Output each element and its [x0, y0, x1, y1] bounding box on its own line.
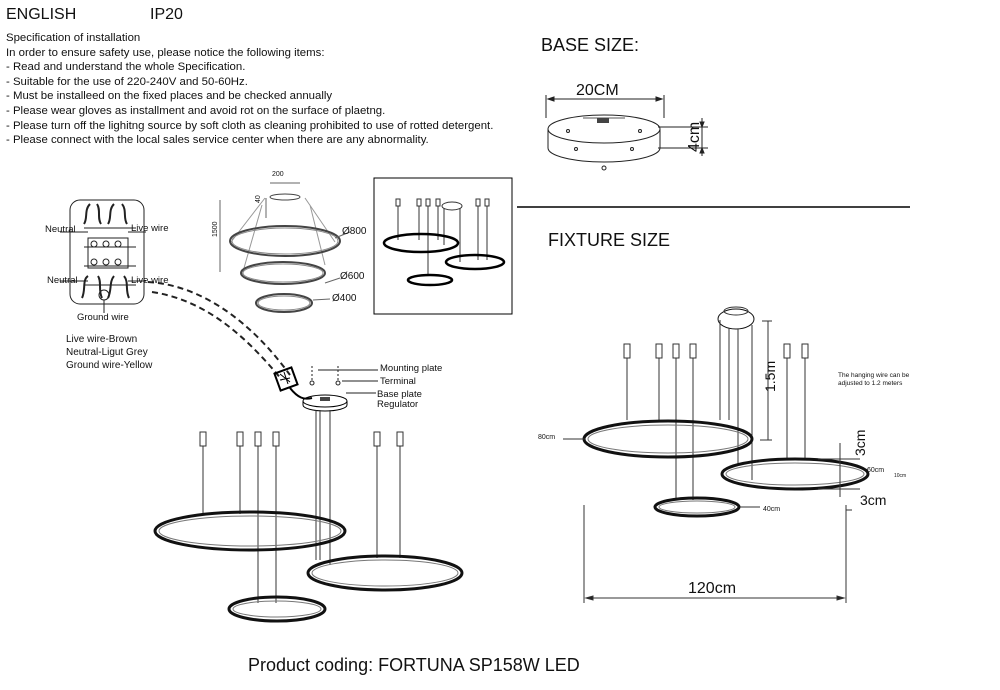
terminal-block-drawing	[60, 199, 146, 313]
neutral-top-label: Neutral	[45, 224, 76, 235]
product-d400-label: Ø400	[332, 293, 357, 304]
product-view-drawing	[219, 182, 351, 313]
spec-item: - Please connect with the local sales se…	[6, 134, 429, 147]
base-plate-label: Base plate	[377, 389, 422, 400]
spec-intro: In order to ensure safety use, please no…	[6, 46, 325, 59]
spec-heading: Specification of installation	[6, 32, 141, 44]
ground-wire-label: Ground wire	[77, 312, 129, 323]
fixture-size-title: FIXTURE SIZE	[548, 230, 671, 250]
product-width-label: 200	[272, 171, 284, 178]
spec-item: - Must be installeed on the fixed places…	[6, 90, 333, 103]
terminal-label: Terminal	[380, 376, 416, 387]
ring-medium-label: 60cm	[867, 467, 885, 474]
mounting-plate-label: Mounting plate	[380, 363, 443, 374]
spec-item: - Please wear gloves as installment and …	[6, 104, 386, 117]
neutral-bottom-label: Neutral	[47, 275, 78, 286]
spec-item: - Please turn off the lighitng source by…	[6, 119, 494, 132]
cable-path	[147, 281, 291, 376]
language-label: ENGLISH	[6, 6, 77, 23]
hang-height-label: 1.5m	[762, 360, 778, 392]
mounting-assembly-drawing	[273, 366, 378, 565]
base-size-title: BASE SIZE:	[541, 35, 640, 55]
wire-legend-ground: Ground wire-Yellow	[66, 360, 153, 371]
product-d600-label: Ø600	[340, 271, 365, 282]
product-photo-box	[373, 177, 513, 315]
spacing-bottom-label: 3cm	[860, 492, 887, 508]
fixture-dimension-drawing	[563, 306, 870, 603]
specification-list: Specification of installation In order t…	[6, 31, 493, 148]
assembled-fixture-drawing	[153, 431, 464, 623]
ip-rating: IP20	[150, 6, 183, 23]
ring-large-label: 80cm	[538, 434, 556, 441]
regulator-label: Regulator	[377, 399, 419, 410]
wire-legend-live: Live wire-Brown	[66, 334, 138, 345]
product-height-label: 1500	[212, 221, 219, 237]
product-d800-label: Ø800	[342, 226, 367, 237]
live-wire-top-label: Live wire	[131, 223, 169, 234]
product-base-label: 40	[255, 195, 262, 203]
base-height-label: 4cm	[686, 121, 703, 152]
spec-item: - Read and understand the whole Specific…	[6, 61, 246, 74]
ring-depth-label: 10cm	[894, 473, 907, 479]
wire-legend-neutral: Neutral-Ligut Grey	[66, 347, 148, 358]
total-width-label: 120cm	[688, 580, 737, 597]
hanging-wire-note: The hanging wire can be adjusted to 1.2 …	[838, 372, 910, 387]
base-plate-drawing	[545, 95, 708, 171]
live-wire-bottom-label: Live wire	[131, 275, 169, 286]
spec-item: - Suitable for the use of 220-240V and 5…	[6, 75, 248, 88]
base-diameter-label: 20CM	[576, 82, 619, 99]
product-coding: Product coding: FORTUNA SP158W LED	[248, 655, 580, 675]
ring-small-label: 40cm	[763, 506, 781, 513]
spacing-top-label: 3cm	[852, 429, 868, 456]
